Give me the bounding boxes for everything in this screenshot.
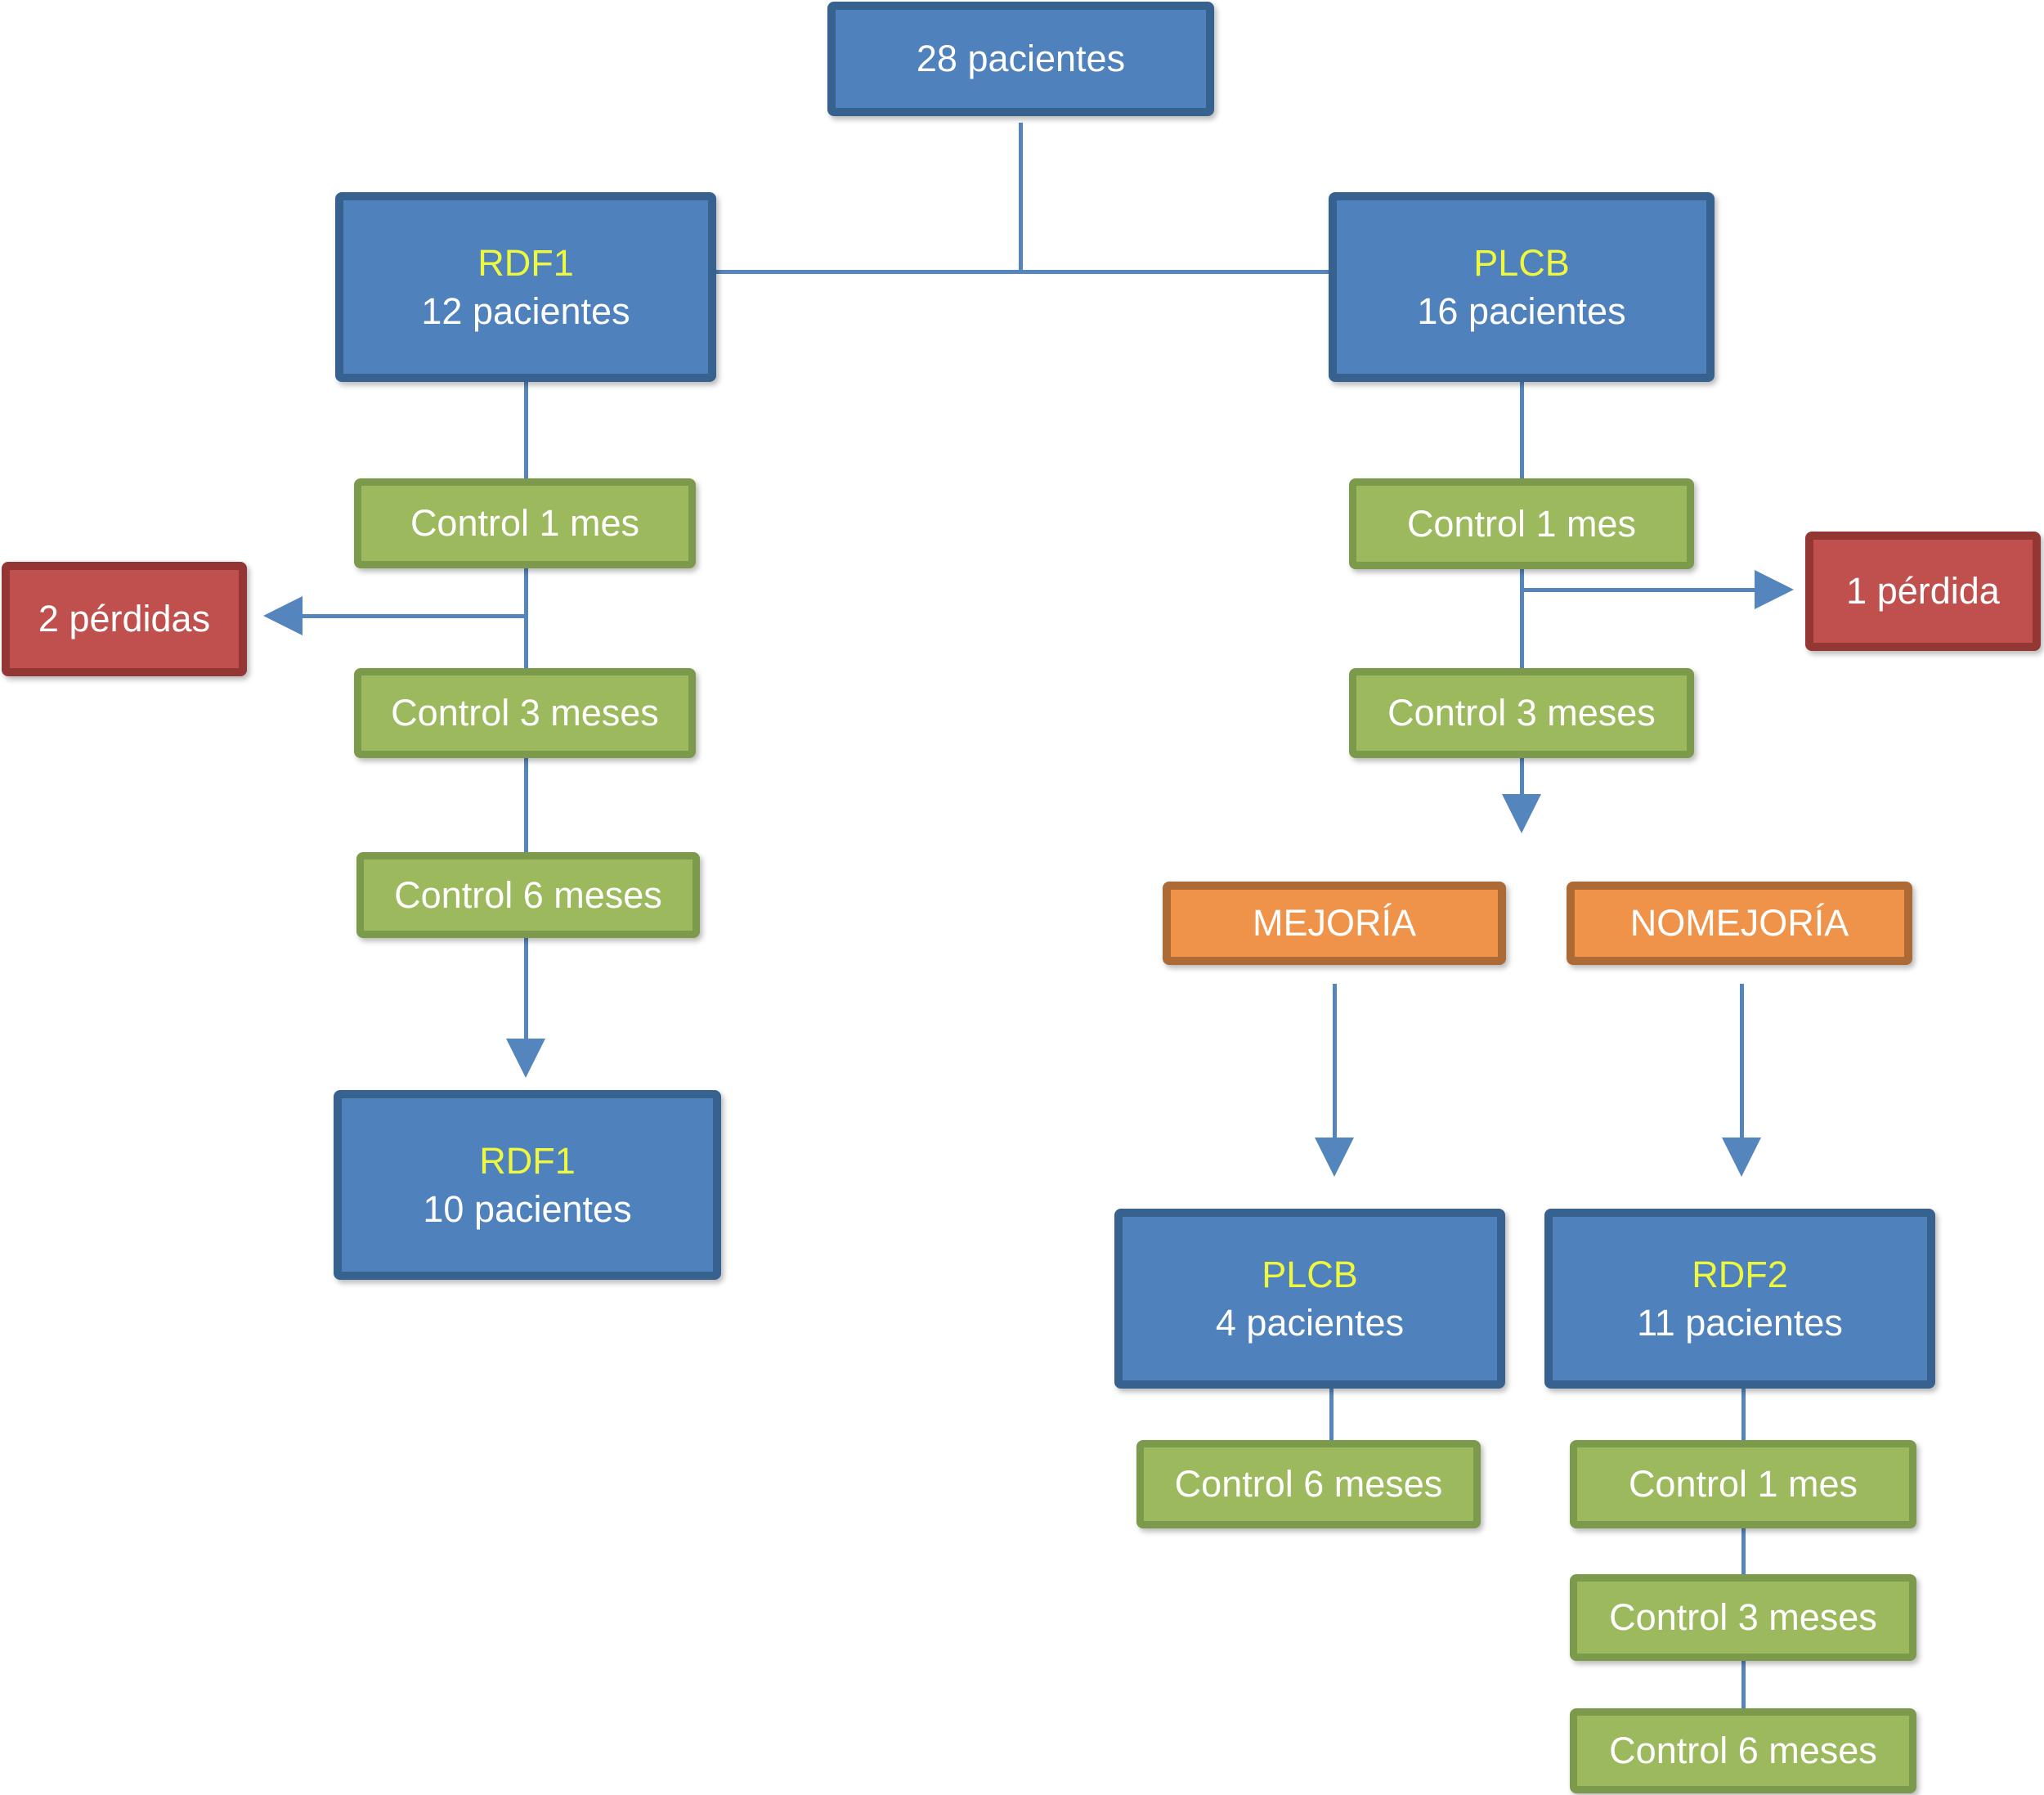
node-rdf1-final: RDF1 10 pacientes [334, 1090, 721, 1280]
node-plcb-final: PLCB 4 pacientes [1114, 1209, 1505, 1389]
node-improvement: MEJORÍA [1163, 882, 1506, 965]
node-rdf1-losses-label: 2 pérdidas [38, 598, 211, 640]
node-rdf2-group-title: RDF2 [1692, 1253, 1788, 1295]
connector-control3m-to-control6m-left [524, 758, 528, 852]
node-total-patients-label: 28 pacientes [916, 38, 1126, 80]
arrowhead-down-to-rdf2 [1722, 1138, 1761, 1177]
node-plcb-final-control-6m: Control 6 meses [1136, 1440, 1481, 1528]
node-rdf1-control-3m-label: Control 3 meses [391, 692, 659, 734]
node-rdf2-control-1m: Control 1 mes [1570, 1440, 1916, 1528]
node-rdf1-control-3m: Control 3 meses [354, 668, 696, 758]
arrowhead-down-to-rdf1-final [506, 1039, 545, 1078]
node-plcb-group-title: PLCB [1473, 241, 1570, 284]
node-rdf1-group-subtitle: 12 pacientes [421, 290, 630, 332]
connector-control1m-to-control3m-left [524, 568, 528, 668]
connector-rdf2-to-control1m [1741, 1389, 1746, 1440]
node-plcb-group-subtitle: 16 pacientes [1417, 290, 1626, 332]
node-plcb-loss-label: 1 pérdida [1846, 570, 2000, 613]
node-rdf1-losses: 2 pérdidas [2, 562, 247, 676]
arrowhead-down-to-plcb-final [1315, 1138, 1354, 1177]
node-rdf2-control-1m-label: Control 1 mes [1628, 1463, 1858, 1506]
node-plcb-final-title: PLCB [1262, 1253, 1358, 1295]
node-rdf1-control-1m-label: Control 1 mes [410, 502, 640, 545]
node-rdf1-control-1m: Control 1 mes [354, 478, 696, 568]
connector-control1m-to-control3m-right [1520, 569, 1524, 668]
node-plcb-control-1m-label: Control 1 mes [1406, 502, 1637, 545]
node-no-improvement: NOMEJORÍA [1567, 882, 1912, 965]
connector-split-horizontal [716, 270, 1330, 274]
node-rdf1-control-6m: Control 6 meses [356, 852, 700, 938]
node-rdf1-final-subtitle: 10 pacientes [423, 1188, 632, 1230]
node-plcb-control-1m: Control 1 mes [1349, 478, 1694, 569]
connector-mejoria-to-plcb-final [1333, 984, 1337, 1139]
connector-rdf2-control3m-to-control6m [1741, 1661, 1746, 1708]
node-rdf2-group: RDF2 11 pacientes [1544, 1209, 1935, 1389]
connector-control3m-down-right [1520, 758, 1524, 796]
node-plcb-final-control-6m-label: Control 6 meses [1174, 1463, 1443, 1506]
arrowhead-right-to-1-perdida [1755, 570, 1794, 609]
node-no-improvement-label: NOMEJORÍA [1629, 902, 1849, 945]
arrowhead-left-to-2-perdidas [263, 596, 303, 635]
connector-nomejoria-to-rdf2 [1740, 984, 1744, 1139]
node-rdf2-group-subtitle: 11 pacientes [1637, 1302, 1843, 1344]
node-rdf2-control-6m-label: Control 6 meses [1609, 1730, 1877, 1772]
node-plcb-loss: 1 pérdida [1805, 532, 2041, 651]
node-improvement-label: MEJORÍA [1252, 902, 1417, 945]
connector-rdf2-control1m-to-control3m [1741, 1528, 1746, 1574]
node-plcb-control-3m-label: Control 3 meses [1387, 692, 1656, 734]
node-rdf2-control-6m: Control 6 meses [1570, 1708, 1916, 1793]
node-plcb-control-3m: Control 3 meses [1349, 668, 1694, 758]
connector-total-down [1019, 123, 1023, 271]
node-rdf1-final-title: RDF1 [479, 1139, 576, 1182]
connector-branch-to-1-perdida [1522, 588, 1755, 592]
node-rdf1-group: RDF1 12 pacientes [335, 192, 716, 382]
node-plcb-final-subtitle: 4 pacientes [1215, 1302, 1405, 1344]
node-plcb-group: PLCB 16 pacientes [1329, 192, 1715, 382]
node-rdf2-control-3m: Control 3 meses [1570, 1574, 1916, 1661]
node-rdf1-group-title: RDF1 [477, 241, 574, 284]
node-rdf1-control-6m-label: Control 6 meses [394, 873, 662, 916]
connector-rdf1-to-control1m [524, 382, 528, 478]
arrowhead-down-to-outcomes [1502, 794, 1541, 833]
node-total-patients: 28 pacientes [827, 2, 1214, 116]
connector-plcb-to-control1m [1520, 382, 1524, 478]
node-rdf2-control-3m-label: Control 3 meses [1609, 1596, 1877, 1639]
connector-branch-to-2-perdidas [303, 614, 526, 618]
connector-control6m-to-rdf1-final [524, 938, 528, 1040]
connector-plcb-final-to-control6m [1329, 1389, 1334, 1440]
